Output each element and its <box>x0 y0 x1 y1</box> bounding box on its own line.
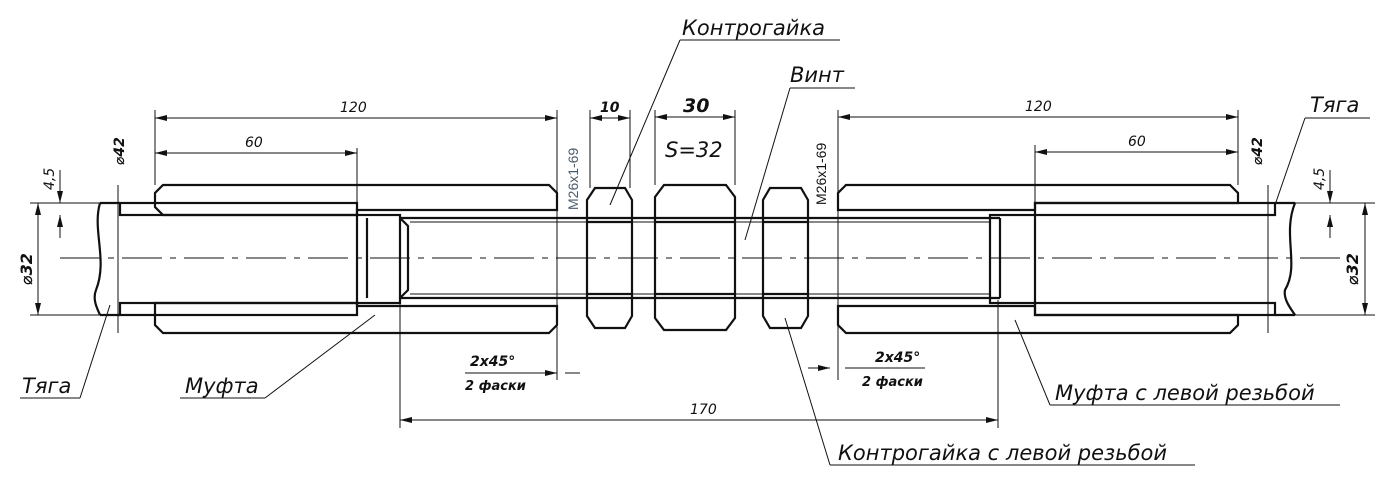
dim-wall-right: 4,5 <box>1312 168 1328 190</box>
dim-left-inner: 60 <box>245 135 263 151</box>
dim-chamfer-left-note: 2 фаски <box>465 379 526 394</box>
label-coupling-left-thread: Муфта с левой резьбой <box>1055 381 1315 405</box>
dim-rod-left: ⌀32 <box>17 253 36 285</box>
hex-nut <box>653 183 737 332</box>
label-locknut-left-thread: Контрогайка с левой резьбой <box>838 441 1167 465</box>
coupling-right <box>836 183 1240 335</box>
dim-chamfer-right: 2x45° <box>875 350 920 366</box>
locknut-left <box>585 186 634 330</box>
dim-left-length: 120 <box>340 100 367 116</box>
dimension-lines <box>30 110 1375 428</box>
dim-right-inner: 60 <box>1128 134 1146 150</box>
rod-left <box>93 201 359 317</box>
thread-spec-left: M26x1-69 <box>565 148 581 210</box>
dim-dia-outer-left: ⌀42 <box>112 137 128 165</box>
leader-lines <box>20 39 1370 466</box>
dim-rod-right: ⌀32 <box>1343 253 1362 285</box>
label-rod-right: Тяга <box>1310 93 1359 117</box>
locknut-right <box>761 186 810 330</box>
dim-big-nut: 30 <box>683 95 709 117</box>
dim-chamfer-left: 2x45° <box>470 354 515 370</box>
dim-dia-outer-right: ⌀42 <box>1250 137 1266 165</box>
thread-spec-right: M26x1-69 <box>813 143 829 205</box>
label-rod-left: Тяга <box>22 374 71 398</box>
label-screw: Винт <box>790 63 845 87</box>
label-coupling: Муфта <box>185 374 259 398</box>
dim-chamfer-right-note: 2 фаски <box>862 375 923 390</box>
dim-right-length: 120 <box>1025 99 1052 115</box>
dim-wall-left: 4,5 <box>42 168 58 190</box>
dim-overall: 170 <box>690 402 717 418</box>
label-locknut: Контрогайка <box>682 16 825 40</box>
dim-wrench-size: S=32 <box>665 138 723 162</box>
rod-right <box>1033 201 1297 317</box>
dim-nut-thickness: 10 <box>600 100 620 116</box>
